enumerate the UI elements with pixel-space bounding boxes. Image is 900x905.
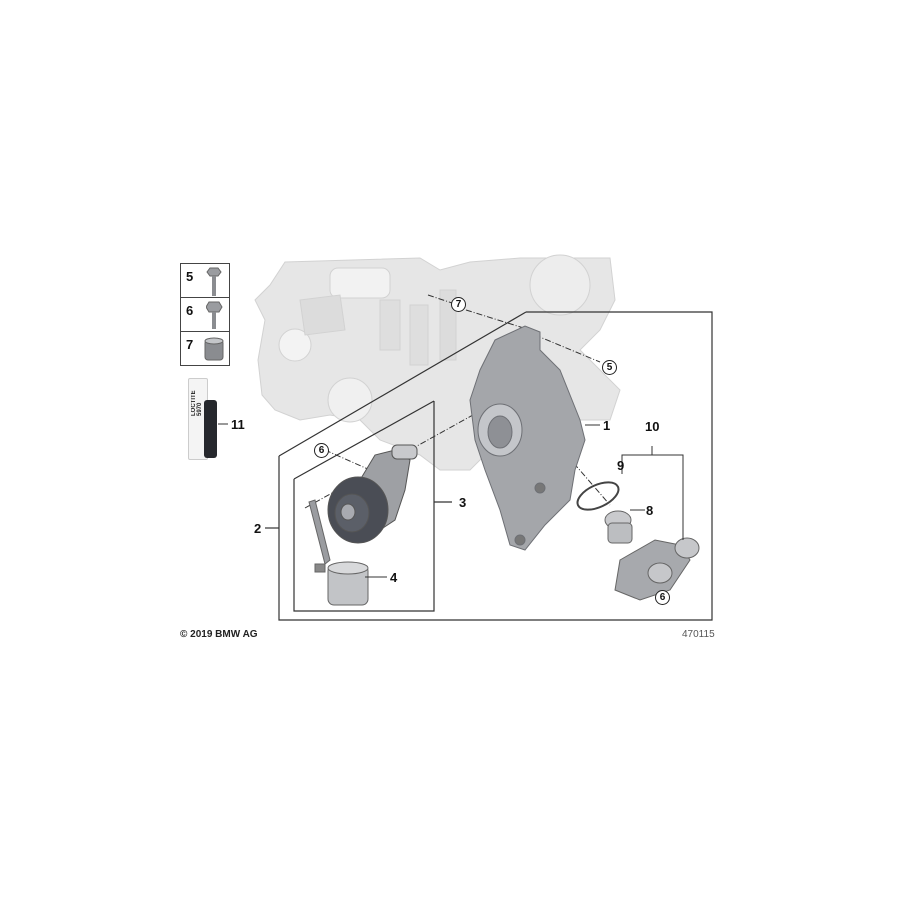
frame-3 (293, 400, 452, 612)
legend-num-7: 7 (186, 337, 194, 352)
sealing-ring (576, 481, 620, 511)
circled-ref-7: 7 (451, 297, 466, 312)
callout-10: 10 (645, 419, 660, 434)
callout-3: 3 (459, 495, 467, 510)
circled-ref-5: 5 (602, 360, 617, 375)
copyright-text: © 2019 BMW AG (180, 629, 258, 640)
thermostat (604, 510, 633, 544)
callout-8: 8 (646, 503, 654, 518)
callout-4: 4 (390, 570, 398, 585)
coolant-housing (469, 325, 586, 551)
callout-11: 11 (231, 417, 245, 432)
circled-ref-6-housing: 6 (655, 590, 670, 605)
callout-9: 9 (617, 458, 625, 473)
legend-item-5: 5 (180, 263, 230, 298)
cartridge-sleeve (204, 400, 217, 458)
sleeve-icon (204, 337, 224, 361)
callout-1: 1 (603, 418, 611, 433)
legend-num-5: 5 (186, 269, 194, 284)
cartridge-label: LOCTITE 5970 (191, 390, 203, 416)
leader-lines (218, 423, 684, 578)
legend-item-7: 7 (180, 331, 230, 366)
legend-num-6: 6 (186, 303, 194, 318)
thermostat-housing (614, 537, 700, 601)
legend-item-6: 6 (180, 297, 230, 332)
coolant-pump (327, 444, 418, 544)
coolant-valve (308, 499, 369, 606)
adhesive-cartridge: LOCTITE 5970 (186, 378, 221, 462)
circled-ref-6-pump: 6 (314, 443, 329, 458)
frame-2 (265, 311, 713, 621)
bolt-icon (206, 267, 222, 296)
drawing-number: 470115 (682, 629, 715, 640)
bolt-icon (206, 301, 223, 329)
callout-2: 2 (254, 521, 262, 536)
